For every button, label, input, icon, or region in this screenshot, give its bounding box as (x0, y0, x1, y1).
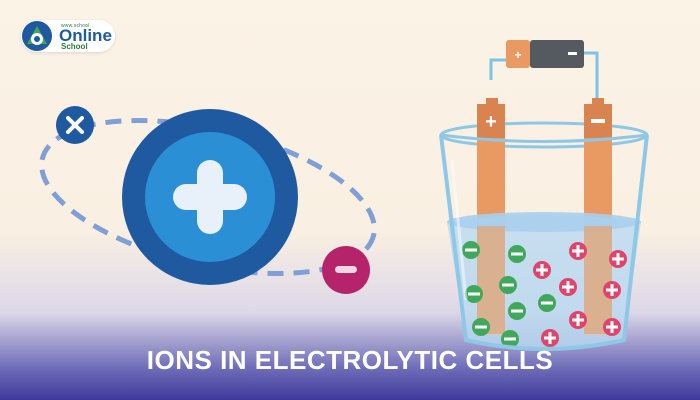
battery-icon: + (489, 40, 599, 100)
svg-text:+: + (485, 111, 497, 133)
positive-ions (533, 242, 627, 347)
online-school-logo[interactable]: www.school Online School (21, 20, 115, 52)
page-title: IONS IN ELECTROLYTIC CELLS (146, 345, 554, 375)
svg-text:+: + (514, 48, 521, 62)
logo-badge-icon (22, 21, 52, 51)
cation-icon (122, 109, 298, 285)
negative-ions (462, 241, 556, 348)
small-particle-icon (56, 106, 94, 144)
logo-website-text: www.school (61, 23, 90, 29)
logo-subtitle: School (61, 42, 88, 51)
beaker-icon (439, 133, 649, 351)
anion-icon (322, 246, 370, 294)
logo-brand-text: Online (59, 26, 112, 45)
